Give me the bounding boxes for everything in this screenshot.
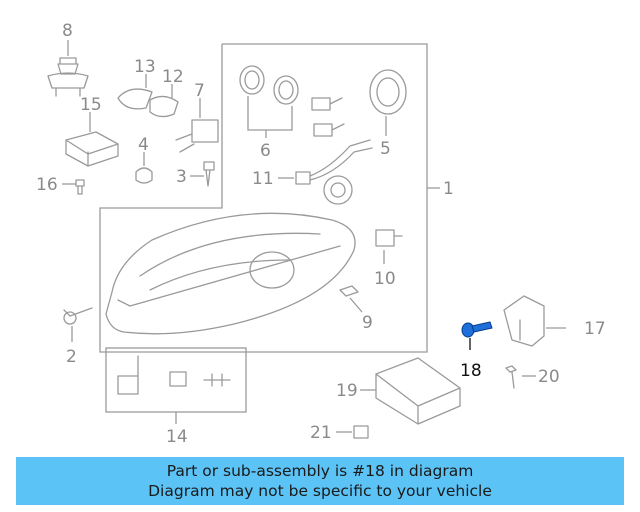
- callout-20: 20: [538, 367, 560, 387]
- callout-15: 15: [80, 95, 102, 115]
- part-13-bulb: [117, 74, 153, 110]
- part-11-harness: [278, 139, 373, 185]
- part-20-screw: [505, 365, 536, 389]
- part-6-rings: [239, 65, 299, 138]
- callout-4: 4: [138, 135, 149, 155]
- part-9-clip: [339, 285, 363, 313]
- banner-line-disclaimer: Diagram may not be specific to your vehi…: [148, 482, 492, 500]
- callout-11: 11: [252, 169, 274, 189]
- callout-18-highlighted: 18: [460, 361, 482, 381]
- part-19-module: [360, 357, 461, 425]
- callout-21: 21: [310, 423, 332, 443]
- part-5-ring: [369, 69, 407, 136]
- headlamp-assembly-outline: [99, 43, 440, 353]
- connectors: [311, 97, 345, 137]
- part-7-socket: [175, 98, 219, 153]
- part-10-socket: [375, 229, 403, 264]
- part-4-cap: [135, 152, 153, 184]
- callout-5: 5: [380, 139, 391, 159]
- part-14-kit: [105, 347, 247, 424]
- callout-2: 2: [66, 347, 77, 367]
- callout-16: 16: [36, 175, 58, 195]
- banner-line-part-number: Part or sub-assembly is #18 in diagram: [166, 462, 474, 480]
- callout-7: 7: [194, 81, 205, 101]
- part-2-screw: [63, 307, 93, 342]
- part-3-screw: [190, 161, 215, 187]
- callout-19: 19: [336, 381, 358, 401]
- part-18-bolt-highlighted: [461, 321, 493, 350]
- socket: [323, 175, 353, 205]
- callout-8: 8: [62, 21, 73, 41]
- part-15-module: [65, 112, 119, 167]
- headlamp-body: [105, 212, 356, 335]
- callout-9: 9: [362, 313, 373, 333]
- part-8-bulb: [47, 40, 89, 97]
- callout-1: 1: [443, 179, 454, 199]
- callout-3: 3: [176, 167, 187, 187]
- part-16-screw: [62, 179, 85, 195]
- callout-17: 17: [584, 319, 606, 339]
- callout-12: 12: [162, 67, 184, 87]
- callout-13: 13: [134, 57, 156, 77]
- part-21-clip: [336, 425, 369, 439]
- callout-14: 14: [166, 427, 188, 447]
- callout-10: 10: [374, 269, 396, 289]
- callout-6: 6: [260, 141, 271, 161]
- part-12-bulb: [149, 84, 179, 118]
- part-17-bracket: [503, 295, 566, 347]
- info-banner: Part or sub-assembly is #18 in diagram D…: [16, 457, 624, 505]
